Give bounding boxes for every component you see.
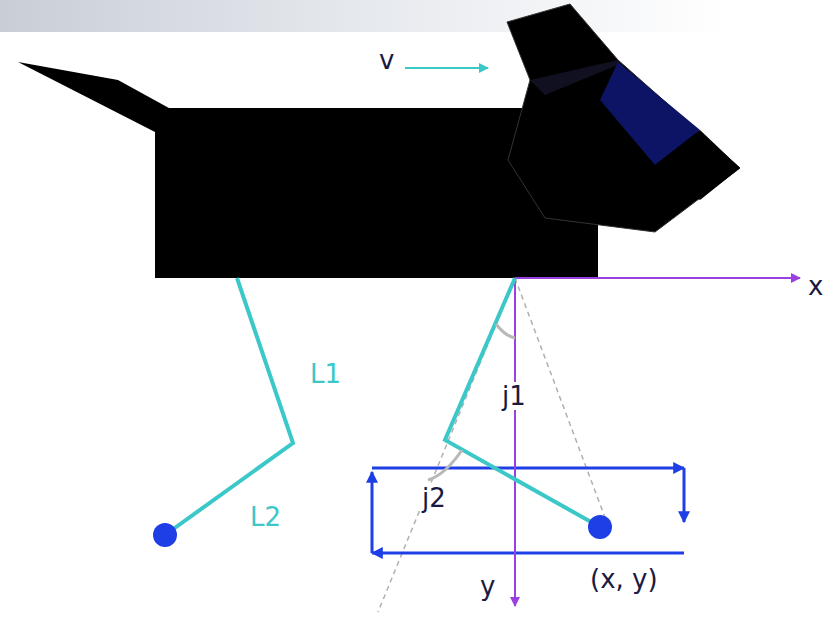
velocity-arrow <box>405 67 488 69</box>
velocity-label: v <box>377 46 396 74</box>
joint-angle-arc <box>496 324 515 338</box>
front-leg <box>445 278 600 527</box>
joint-label: j1 <box>500 382 528 410</box>
back-leg <box>165 278 293 535</box>
foot <box>588 515 612 539</box>
title-bar <box>0 0 730 32</box>
joint-label: j2 <box>420 484 448 512</box>
link-label: L2 <box>248 503 283 531</box>
foot <box>153 523 177 547</box>
axis-label: y <box>478 572 497 600</box>
head <box>507 4 740 232</box>
link-label: L1 <box>308 360 343 388</box>
guide-line <box>515 278 606 520</box>
joint-angle-arc <box>428 450 462 480</box>
coordinate-label: (x, y) <box>588 565 660 593</box>
axis-label: x <box>806 272 825 300</box>
x-axis <box>515 277 800 279</box>
y-axis <box>514 278 516 606</box>
foot-trajectory <box>372 468 684 553</box>
